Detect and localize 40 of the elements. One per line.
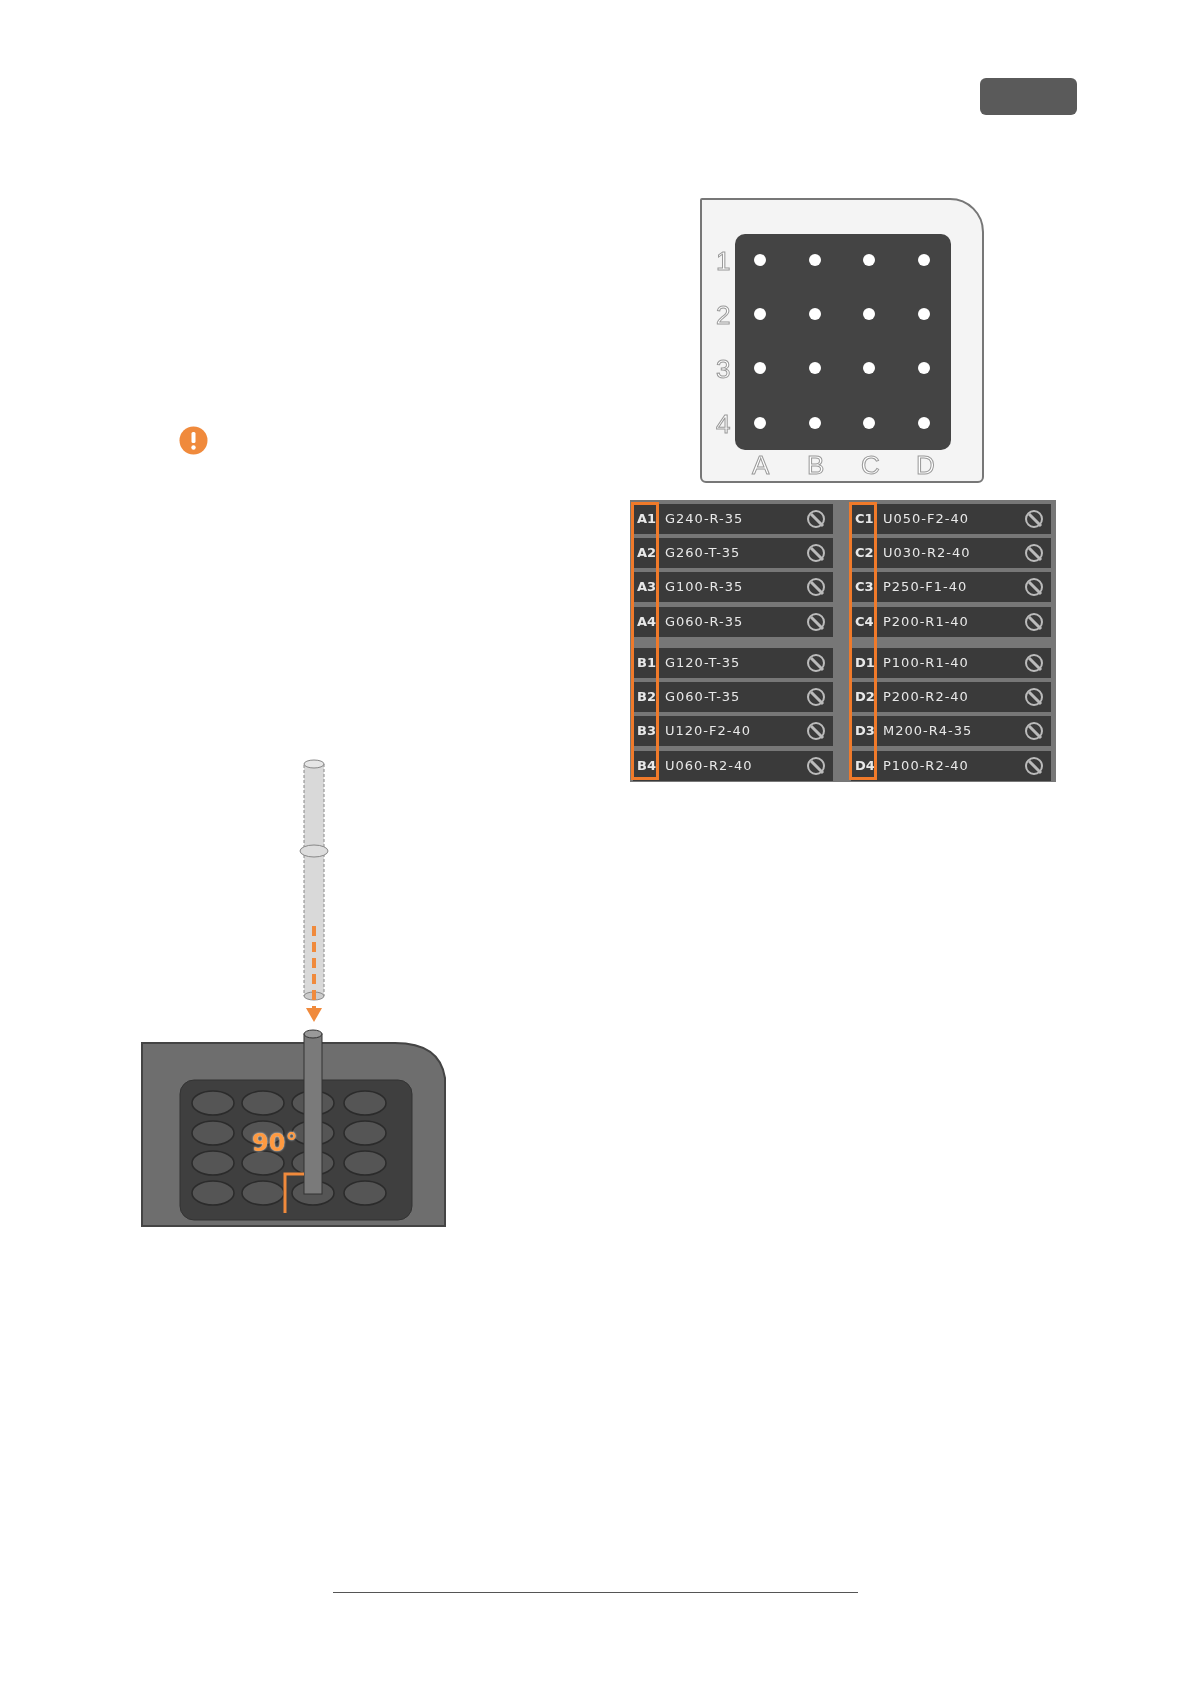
position-code: C4 [855,613,874,631]
part-number: U030-R2-40 [883,544,971,562]
position-code: D1 [855,654,875,672]
part-number: U050-F2-40 [883,510,969,528]
part-number: G060-T-35 [665,688,741,706]
part-number: G120-T-35 [665,654,741,672]
position-code: C3 [855,578,874,596]
position-code: A2 [637,544,657,562]
column-letter: D [916,452,935,478]
position-code: B2 [637,688,656,706]
part-number: P100-R1-40 [883,654,969,672]
position-code: C1 [855,510,874,528]
part-number: U060-R2-40 [665,757,753,775]
part-number: G240-R-35 [665,510,744,528]
part-number: P200-R2-40 [883,688,969,706]
position-code: B3 [637,722,656,740]
position-code: B4 [637,757,656,775]
part-number: U120-F2-40 [665,722,751,740]
part-number: P100-R2-40 [883,757,969,775]
position-code: A1 [637,510,657,528]
row-number: 4 [716,411,731,437]
position-code: A4 [637,613,657,631]
part-number: G260-T-35 [665,544,741,562]
row-number: 3 [716,356,731,382]
position-code: A3 [637,578,657,596]
part-number: P250-F1-40 [883,578,968,596]
part-number: P200-R1-40 [883,613,969,631]
position-code: D4 [855,757,875,775]
column-letter: B [807,452,825,478]
part-number: G100-R-35 [665,578,744,596]
row-number: 1 [716,248,731,274]
position-code: D3 [855,722,875,740]
angle-label: 90° [252,1130,298,1156]
column-letter: A [752,452,770,478]
column-letter: C [861,452,880,478]
position-code: D2 [855,688,875,706]
part-number: M200-R4-35 [883,722,973,740]
position-code: C2 [855,544,874,562]
part-number: G060-R-35 [665,613,744,631]
position-code: B1 [637,654,656,672]
